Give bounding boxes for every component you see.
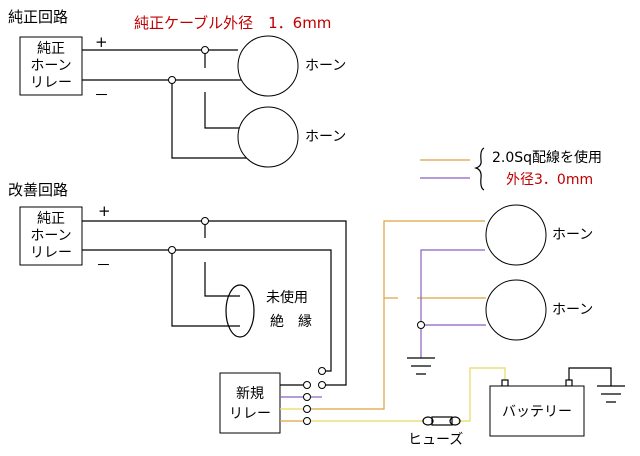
battery-terminal-minus <box>565 379 573 387</box>
horn-ground-junction <box>417 321 425 329</box>
improved-junction-minus <box>168 246 176 254</box>
new-relay-label-2: リレー <box>229 406 271 422</box>
original-horn-1 <box>237 35 299 97</box>
fuse-body <box>431 416 453 426</box>
new-relay-terminal-1 <box>303 381 311 389</box>
new-relay-terminal-2 <box>303 393 311 401</box>
original-horn-2 <box>237 106 299 168</box>
original-relay-box <box>19 36 83 96</box>
unused-label-2: 絶 縁 <box>270 314 312 330</box>
original-relay-label-2: ホーン <box>30 58 71 74</box>
new-relay-box <box>219 372 281 434</box>
unused-insulation-ellipse <box>225 284 255 338</box>
improved-circuit: 改善回路 純正 ホーン リレー + － 未使用 絶 縁 新規 リレー <box>8 181 625 448</box>
original-relay-label-3: リレー <box>30 75 72 91</box>
improved-minus-wire <box>82 249 332 372</box>
improved-horn-1-label: ホーン <box>552 227 593 243</box>
fuse-label: ヒューズ <box>408 432 463 448</box>
original-junction-plus <box>201 46 209 54</box>
original-horn-1-label: ホーン <box>305 58 346 74</box>
unused-branch-lower <box>204 262 240 297</box>
improved-relay-label-1: 純正 <box>37 211 65 227</box>
legend-text-1: 2.0Sq配線を使用 <box>492 149 602 166</box>
horn-feed-wire <box>311 220 485 410</box>
original-plus-sign: + <box>95 33 108 51</box>
battery-ground-lines <box>597 385 625 403</box>
original-relay-label-1: 純正 <box>37 41 65 57</box>
improved-horn-1 <box>485 204 547 266</box>
improved-junction-plus <box>201 217 209 225</box>
fuse-end-right <box>449 416 461 426</box>
horn-ground-symbol <box>407 357 435 375</box>
battery-ground-wire <box>568 367 612 386</box>
fuse <box>422 416 461 426</box>
new-relay-terminal-6 <box>318 367 326 375</box>
improved-horn-2-label: ホーン <box>552 302 593 318</box>
battery-box <box>489 385 585 437</box>
original-branch-wire-lower <box>204 92 242 129</box>
horn-ground-wire <box>420 249 485 358</box>
wire-legend: 2.0Sq配線を使用 外径3．0mm <box>420 147 602 191</box>
new-relay-label-1: 新規 <box>236 386 264 402</box>
new-relay-terminal-3 <box>303 405 311 413</box>
improved-relay-label-3: リレー <box>30 245 72 261</box>
battery-label: バッテリー <box>502 404 572 420</box>
unused-minus-branch <box>171 250 240 327</box>
original-junction-minus <box>168 76 176 84</box>
original-circuit: 純正回路 純正ケーブル外径 1．6mm 純正 ホーン リレー + － ホーン ホ… <box>8 8 346 168</box>
battery-ground-symbol <box>597 385 625 403</box>
original-minus-return <box>171 80 268 159</box>
original-circuit-title: 純正回路 <box>8 8 68 26</box>
original-cable-note: 純正ケーブル外径 1．6mm <box>134 14 331 32</box>
improved-minus-sign: － <box>96 256 111 274</box>
improved-relay-box <box>19 206 83 266</box>
improved-relay-label-2: ホーン <box>30 228 71 244</box>
unused-label-1: 未使用 <box>266 289 308 306</box>
improved-horn-2 <box>485 279 547 341</box>
legend-text-2: 外径3．0mm <box>506 172 593 188</box>
original-horn-2-label: ホーン <box>305 129 346 145</box>
new-relay-terminal-4 <box>303 417 311 425</box>
improved-plus-sign: + <box>98 202 111 220</box>
new-relay-terminal-5 <box>318 381 326 389</box>
original-minus-sign: － <box>94 86 109 104</box>
battery-feed-wire <box>458 367 506 422</box>
improved-plus-wire <box>82 220 347 386</box>
legend-brace <box>474 147 485 191</box>
battery-terminal-plus <box>501 379 509 387</box>
horn-ground-lines <box>407 357 435 375</box>
improved-circuit-title: 改善回路 <box>8 181 68 199</box>
fuse-end-left <box>422 416 434 426</box>
